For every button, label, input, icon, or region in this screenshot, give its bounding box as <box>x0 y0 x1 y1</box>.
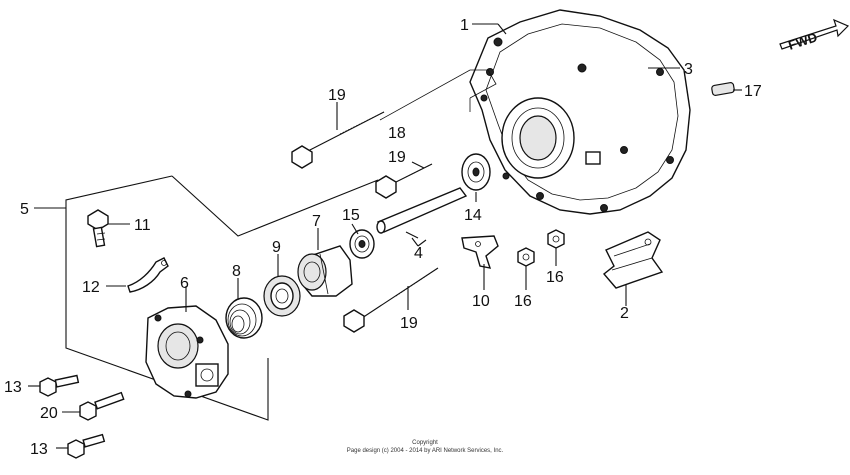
housing-6 <box>145 305 229 399</box>
callout-3: 3 <box>684 61 693 78</box>
copyright-line-2: Page design (c) 2004 - 2014 by ARI Netwo… <box>347 448 504 454</box>
callout-labels: 1 2 3 4 5 6 7 8 9 10 11 12 13 13 14 15 1… <box>4 17 762 458</box>
bearing-14 <box>461 153 491 191</box>
fwd-arrow-icon: FWD <box>779 18 850 53</box>
nut-16-right <box>547 229 565 249</box>
callout-19-lower: 19 <box>400 315 418 332</box>
callout-5: 5 <box>20 201 29 218</box>
callout-20: 20 <box>40 405 58 422</box>
callout-13-lower: 13 <box>30 441 48 458</box>
callout-17: 17 <box>744 83 762 100</box>
callout-18: 18 <box>388 125 406 142</box>
clip-12 <box>127 257 169 293</box>
bolt-20 <box>79 391 125 421</box>
copyright-line-1: Copyright <box>412 440 438 446</box>
callout-14: 14 <box>464 207 482 224</box>
callout-16-left: 16 <box>514 293 532 310</box>
nut-16-left <box>517 247 535 267</box>
breather-11 <box>87 209 109 248</box>
callout-4: 4 <box>414 245 423 262</box>
cover-assembly <box>379 9 691 215</box>
seal-15 <box>349 229 375 259</box>
callout-15: 15 <box>342 207 360 224</box>
callout-12: 12 <box>82 279 100 296</box>
callout-10: 10 <box>472 293 490 310</box>
leader-lines <box>28 23 742 449</box>
spring-8 <box>225 297 263 339</box>
grommet-17 <box>711 82 735 96</box>
callout-8: 8 <box>232 263 241 280</box>
fwd-label: FWD <box>786 29 819 52</box>
bolt-19-middle <box>375 163 433 199</box>
clamp-10 <box>461 235 499 269</box>
bolt-13-upper <box>39 374 80 397</box>
callout-16-right: 16 <box>546 269 564 286</box>
bolt-13-lower <box>67 433 106 459</box>
callout-19-top: 19 <box>328 87 346 104</box>
callout-2: 2 <box>620 305 629 322</box>
callout-1: 1 <box>460 17 469 34</box>
callout-6: 6 <box>180 275 189 292</box>
clip-2 <box>602 231 664 289</box>
bracket-group-outline <box>65 175 379 421</box>
callout-13-upper: 13 <box>4 379 22 396</box>
callout-11: 11 <box>134 217 151 234</box>
bolt-19-top <box>291 111 385 169</box>
seal-9 <box>263 275 301 317</box>
callout-7: 7 <box>312 213 321 230</box>
callout-19-middle: 19 <box>388 149 406 166</box>
shaft-4 <box>376 187 468 234</box>
bolt-19-lower <box>343 267 439 333</box>
copyright-footer: Copyright Page design (c) 2004 - 2014 by… <box>347 440 504 454</box>
callout-9: 9 <box>272 239 281 256</box>
collar-7 <box>297 245 353 297</box>
